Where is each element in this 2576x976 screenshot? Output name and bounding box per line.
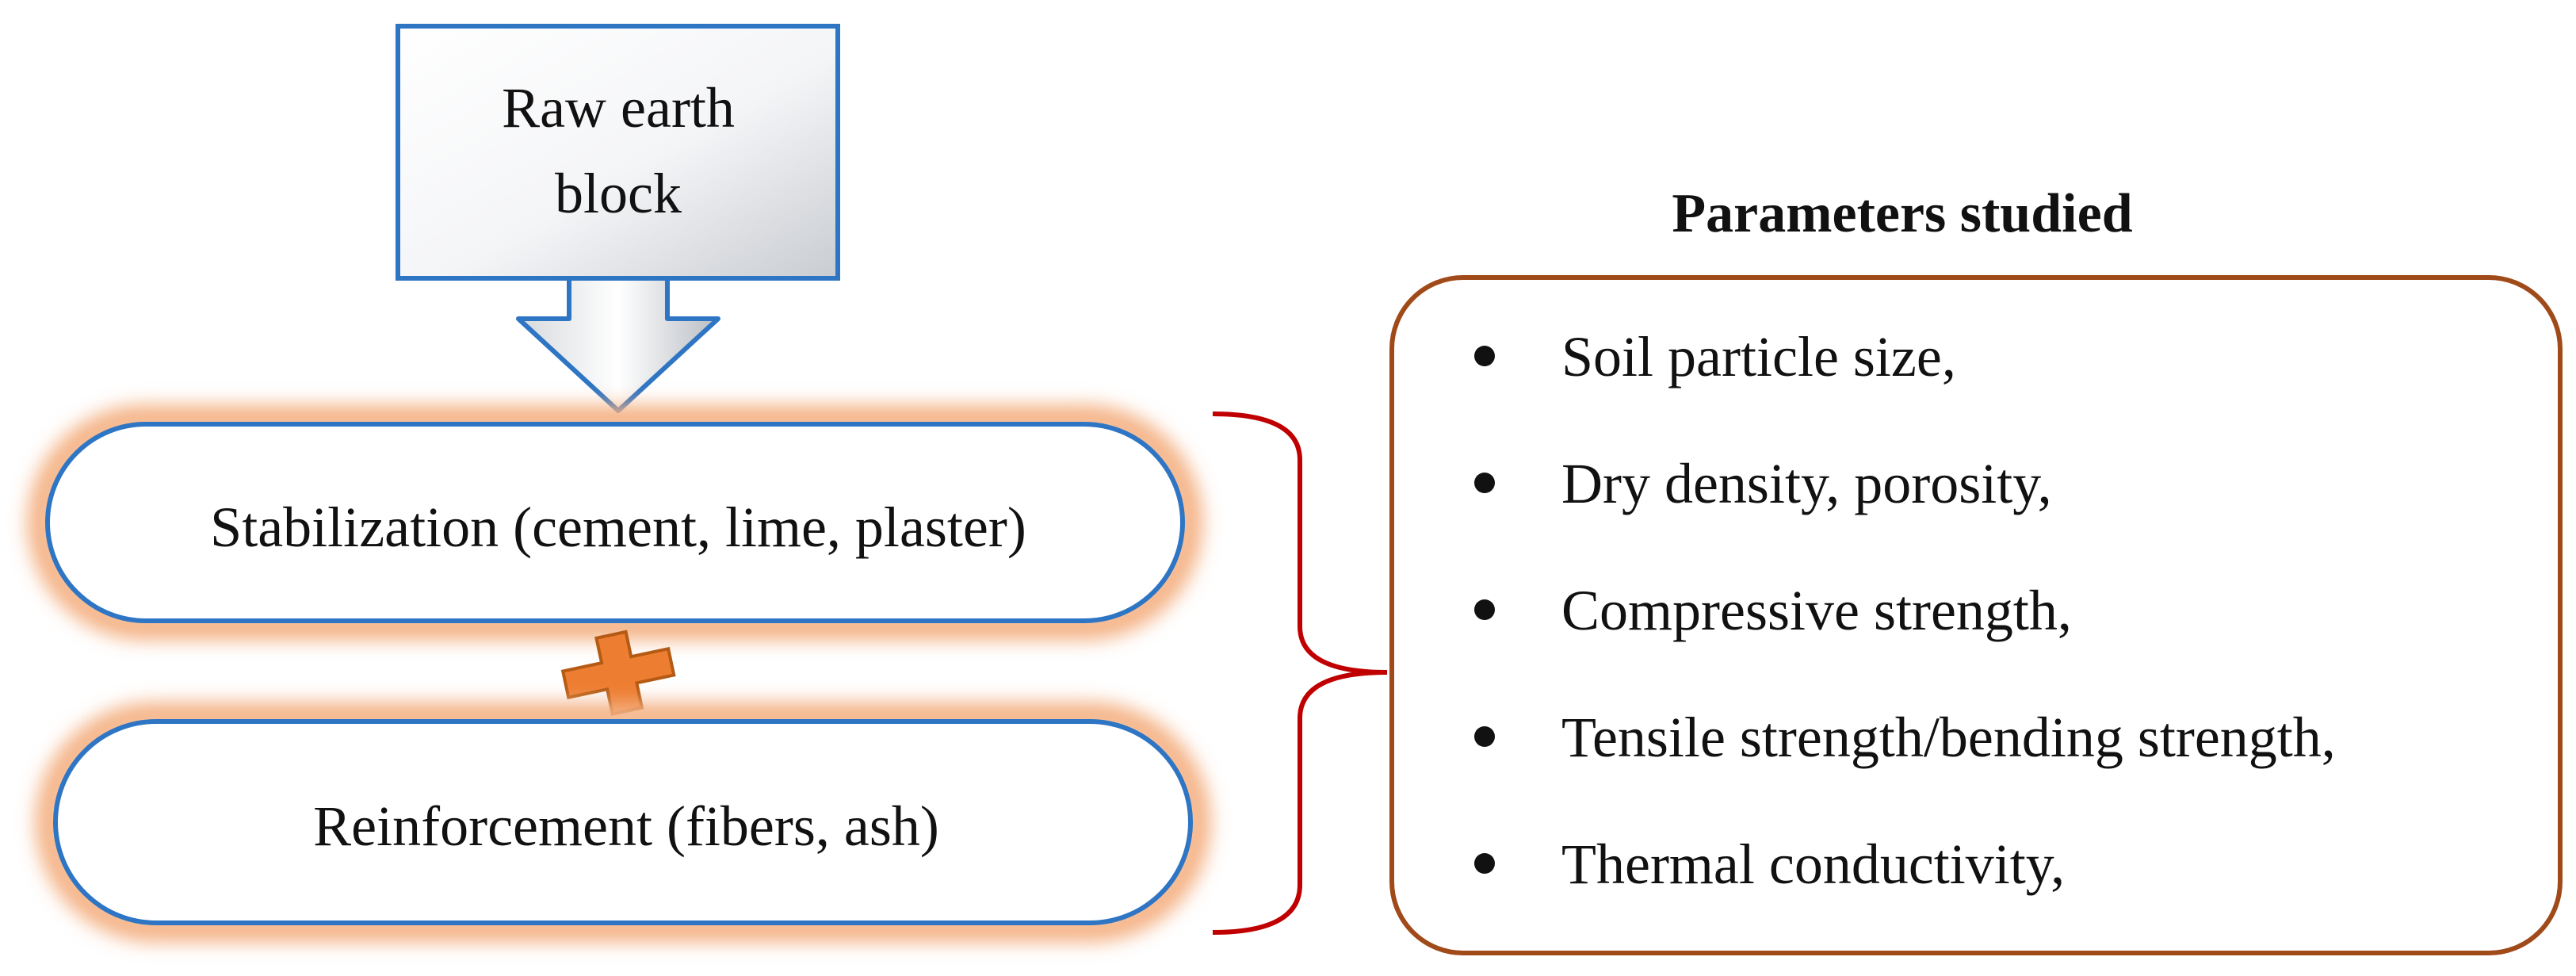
reinforcement-pill bbox=[36, 702, 1210, 942]
bullet-icon bbox=[1474, 346, 1495, 366]
parameters-list: Soil particle size, Dry density, porosit… bbox=[1474, 309, 2528, 943]
stabilization-label: Stabilization (cement, lime, plaster) bbox=[210, 495, 1026, 559]
stabilization-pill bbox=[28, 405, 1202, 640]
parameters-title: Parameters studied bbox=[1672, 183, 2133, 244]
bullet-icon bbox=[1474, 473, 1495, 493]
parameter-item: Tensile strength/bending strength, bbox=[1474, 690, 2528, 817]
parameter-item: Soil particle size, bbox=[1474, 309, 2528, 436]
bullet-icon bbox=[1474, 599, 1495, 620]
parameters-box bbox=[1389, 275, 2563, 955]
parameter-item: Compressive strength, bbox=[1474, 563, 2528, 690]
raw-earth-block-arrow bbox=[396, 24, 840, 413]
bullet-icon bbox=[1474, 853, 1495, 874]
parameter-item: Dry density, porosity, bbox=[1474, 436, 2528, 563]
raw-earth-block-label: Raw earth block bbox=[502, 76, 735, 225]
reinforcement-label: Reinforcement (fibers, ash) bbox=[313, 794, 939, 858]
parameter-item: Thermal conductivity, bbox=[1474, 817, 2528, 943]
bullet-icon bbox=[1474, 726, 1495, 747]
curly-bracket bbox=[1212, 411, 1388, 935]
